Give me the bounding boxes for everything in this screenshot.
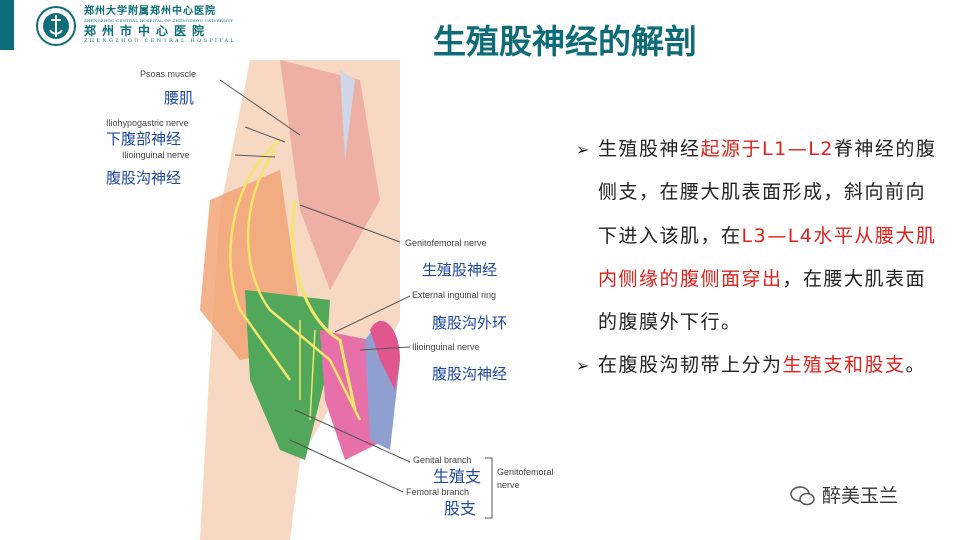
bullet-text: 。 xyxy=(905,354,927,377)
label-psoas-cn: 腰肌 xyxy=(164,89,195,107)
label-ilioinguinal-cn-bottom: 腹股沟神经 xyxy=(432,365,508,383)
hospital-name-short-en: ZHENGZHOU CENTRAL HOSPITAL xyxy=(84,38,237,44)
label-external-inguinal-ring: External inguinal ring xyxy=(412,290,497,300)
slide-title: 生殖股神经的解剖 xyxy=(433,22,697,61)
hospital-name-short: 郑州市中心医院 xyxy=(84,24,211,38)
hospital-name-cn: 郑州大学附属郑州中心医院 xyxy=(84,6,216,17)
watermark-text: 醉美玉兰 xyxy=(822,485,899,507)
bullet-text: 在腹股沟韧带上分为 xyxy=(598,354,783,377)
label-genitofemoral-nerve: Genitofemoral nerve xyxy=(405,238,487,248)
wechat-icon xyxy=(790,486,815,506)
arrow-bullet-icon: ➢ xyxy=(576,140,591,159)
bullet-text: 生殖股神经 xyxy=(598,138,701,160)
hospital-name-en: ZHENGZHOU CENTRAL HOSPITAL OF ZHENGZHOU … xyxy=(84,18,234,23)
bullet-highlight: 生殖支和股支 xyxy=(782,354,906,377)
label-ilioinguinal-nerve-top: Ilioinguinal nerve xyxy=(122,150,190,160)
label-genitofemoral-group-nerve: nerve xyxy=(497,480,520,490)
label-external-ring-cn: 腹股沟外环 xyxy=(432,314,508,332)
label-ilioinguinal-cn-top: 腹股沟神经 xyxy=(106,169,182,187)
label-genital-branch-cn: 生殖支 xyxy=(433,467,482,486)
bullet-highlight: 起源于L1—L2 xyxy=(700,138,834,160)
bullet-item: ➢ 在腹股沟韧带上分为生殖支和股支。 xyxy=(576,344,946,387)
hospital-name: 郑州大学附属郑州中心医院 ZHENGZHOU CENTRAL HOSPITAL … xyxy=(84,6,236,45)
label-genitofemoral-group: Genitofemoral xyxy=(497,467,554,477)
label-psoas-muscle: Psoas muscle xyxy=(140,69,197,79)
anatomy-illustration xyxy=(200,60,493,540)
anatomy-figure: Psoas muscle 腰肌 Iliohypogastric nerve 下腹… xyxy=(100,60,570,540)
arrow-bullet-icon: ➢ xyxy=(576,356,591,376)
label-genital-branch: Genital branch xyxy=(413,455,472,465)
label-femoral-branch: Femoral branch xyxy=(406,487,470,497)
bullet-text: ，在腰大肌表面的腹膜外下行。 xyxy=(598,267,927,334)
label-genitofemoral-cn: 生殖股神经 xyxy=(422,261,498,279)
bullet-highlight: L3—L4水平从腰大肌内侧缘的腹侧面穿出 xyxy=(598,224,937,290)
bullet-list: ➢ 生殖股神经起源于L1—L2脊神经的腹侧支，在腰大肌表面形成，斜向前向下进入该肌… xyxy=(576,128,946,388)
bullet-item: ➢ 生殖股神经起源于L1—L2脊神经的腹侧支，在腰大肌表面形成，斜向前向下进入该肌… xyxy=(576,128,946,344)
label-femoral-branch-cn: 股支 xyxy=(444,499,477,518)
hospital-logo-icon xyxy=(36,6,76,46)
label-ilioinguinal-nerve-bottom: Ilioinguinal nerve xyxy=(412,342,480,352)
accent-bar xyxy=(0,0,14,50)
watermark: 醉美玉兰 xyxy=(790,484,898,508)
label-iliohypogastric-nerve: Iliohypogastric nerve xyxy=(106,118,189,128)
label-iliohypogastric-cn: 下腹部神经 xyxy=(106,130,182,148)
bullet-text: 脊神经的腹侧支，在腰大肌表面形成，斜向前向下进入该肌，在 xyxy=(598,138,937,247)
